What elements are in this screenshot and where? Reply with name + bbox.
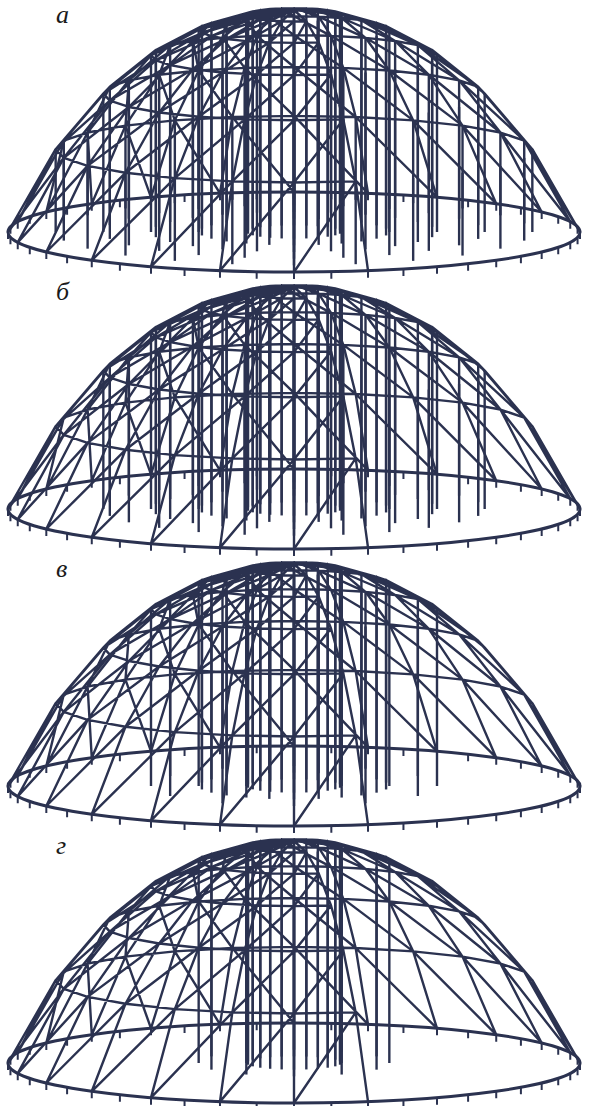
dome-grid [8,562,580,826]
dome-panel [8,562,580,833]
column [461,126,463,209]
column [477,364,479,502]
dome-grid [8,839,580,1103]
column [197,584,199,786]
column [388,71,390,209]
column [394,41,396,218]
column [256,36,258,213]
column [385,580,387,782]
column [342,345,344,483]
base-ring [8,1023,580,1103]
column [201,580,203,782]
column [428,352,430,490]
dome-panel [8,839,580,1106]
base-ring [8,469,580,549]
column [385,303,387,505]
base-supports [8,746,580,833]
column [243,345,245,483]
column [197,348,199,486]
column [247,567,249,784]
column [247,844,249,1061]
column [388,861,390,1063]
column [245,846,247,1063]
column [394,318,396,495]
panel-letter: в [56,556,67,582]
column [150,609,152,786]
column [388,30,390,232]
panel-letter: а [56,2,69,28]
column [388,348,390,486]
column [342,68,344,206]
column [477,87,479,225]
column [197,861,199,1063]
dome-panel [8,8,580,279]
column [150,332,152,509]
column [388,584,390,786]
column [197,71,199,209]
column [428,75,430,213]
column [256,313,258,490]
column [197,30,199,232]
base-supports [8,469,580,556]
column [201,303,203,505]
column [385,26,387,228]
base-supports [8,1023,580,1106]
base-ring [8,192,580,272]
panel-letter: г [56,833,66,859]
dome-panel [8,285,580,556]
dome-grid [8,8,580,272]
column [174,120,176,203]
column [330,313,332,490]
column [330,36,332,213]
column [247,290,249,507]
column [388,307,390,509]
column [245,15,247,232]
base-ring [8,746,580,826]
column [150,55,152,232]
column [247,13,249,230]
column [243,68,245,206]
column [109,364,111,502]
dome-grid [8,285,580,549]
column [412,120,414,203]
base-supports [8,192,580,279]
column [109,87,111,225]
column [201,26,203,228]
column [197,307,199,509]
panel-letter: б [56,279,69,305]
column [245,569,247,786]
column [245,292,247,509]
